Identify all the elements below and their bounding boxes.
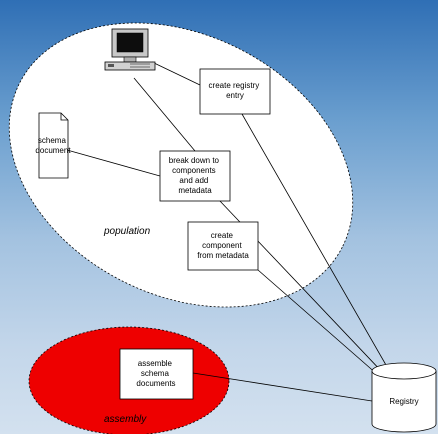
assemble-box [119,348,194,400]
break-down-line: and add [179,176,208,185]
create-component-box [187,221,259,271]
schema-document-line: schema [38,136,67,145]
break-down-line: components [172,166,216,175]
create-registry-entry-label: create registry entry [209,81,262,100]
schema-document-line: document [35,146,71,155]
connector-create-component-registry [257,269,379,376]
create-registry-entry-box [199,68,271,115]
assemble-line: documents [136,379,175,388]
create-registry-entry-line: create registry [209,81,260,90]
connector-assemble-registry [192,372,373,402]
connector-registry-entry-registry [241,113,391,373]
computer-icon [104,28,156,71]
assemble-line: assemble [138,359,173,368]
population-label: population [103,226,151,237]
create-component-label: create component from metadata [197,231,249,260]
document-icon [38,112,69,179]
connector-document-break-down [66,149,161,177]
create-component-line: from metadata [197,251,249,260]
create-registry-entry-line: entry [226,91,244,100]
create-component-line: component [202,241,242,250]
connector-computer-break-down [133,77,196,152]
break-down-line: metadata [178,186,212,195]
database-cylinder-icon [371,362,437,433]
create-component-line: create [211,231,234,240]
connector-computer-registry-entry [151,61,201,86]
assemble-label: assemble schema documents [136,359,175,388]
break-down-box [159,150,231,202]
registry-label: Registry [389,397,418,406]
break-down-line: break down to [169,156,220,165]
assemble-line: schema [141,369,170,378]
schema-document-label: schema document [35,136,71,155]
assembly-label: assembly [104,414,147,425]
break-down-label: break down to components and add metadat… [169,156,222,195]
